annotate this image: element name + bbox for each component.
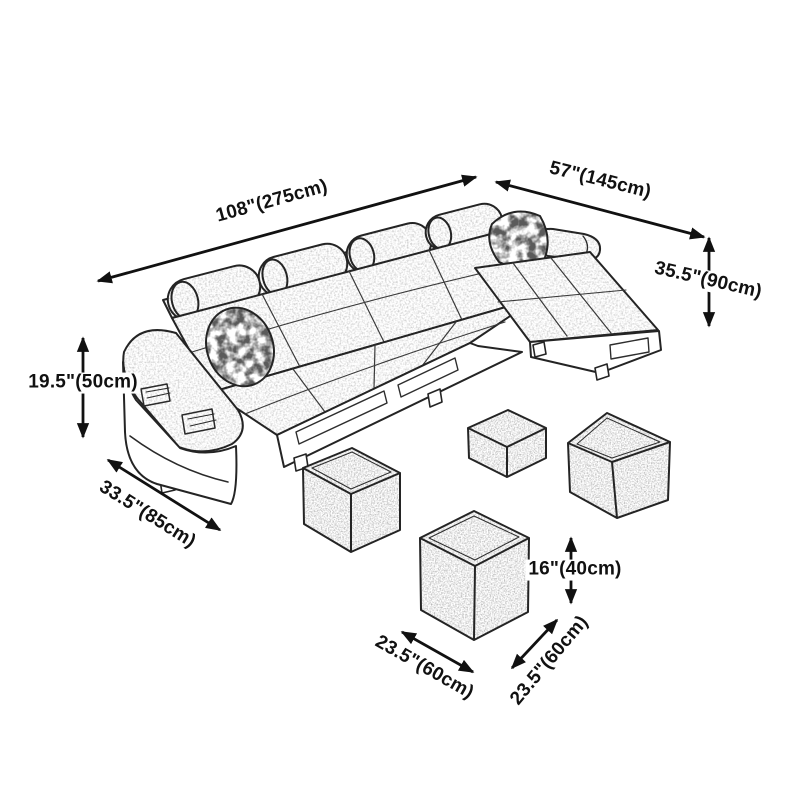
arrow-chaise-length	[494, 179, 706, 240]
ottoman-front	[419, 510, 530, 641]
ottoman-right	[567, 412, 671, 519]
label-arm-height: 19.5"(50cm)	[25, 372, 141, 394]
chaise	[474, 251, 662, 374]
arrow-ottoman-width	[400, 630, 475, 674]
label-ottoman-height: 16"(40cm)	[525, 559, 625, 581]
ottoman-top-middle	[467, 409, 547, 478]
ottomans	[302, 409, 671, 641]
arrow-sofa-length	[96, 174, 478, 284]
arrow-sofa-depth	[106, 458, 222, 532]
seat-cushions	[211, 297, 538, 436]
ottoman-left	[302, 447, 401, 553]
dimension-arrows	[76, 174, 716, 674]
arrow-ottoman-depth	[510, 618, 559, 670]
